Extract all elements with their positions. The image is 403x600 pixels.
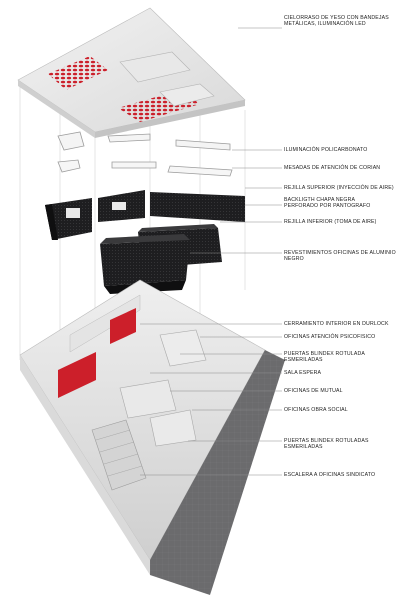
ceiling-tray-2 bbox=[159, 83, 215, 107]
backlight-left bbox=[45, 198, 92, 240]
outer-wall bbox=[20, 355, 150, 575]
ceiling-tray bbox=[119, 51, 191, 83]
light-2 bbox=[107, 133, 151, 143]
backlight-right bbox=[150, 192, 245, 222]
light-1 bbox=[57, 131, 85, 151]
backlight-layer bbox=[45, 190, 245, 240]
label-iluminacion: ILUMINACIÓN POLICARBONATO bbox=[284, 147, 368, 153]
light-3 bbox=[175, 139, 231, 151]
label-puertas-1: PUERTAS BLINDEX ROTULADA ESMERILADAS bbox=[284, 351, 365, 364]
office-obra-social bbox=[149, 409, 197, 447]
label-backligth: BACKLIGTH CHAPA NEGRA PERFORADO POR PANT… bbox=[284, 197, 371, 210]
lighting-layer bbox=[57, 131, 231, 151]
label-puertas-2: PUERTAS BLINDEX ROTULADAS ESMERILADAS bbox=[284, 438, 369, 451]
backlight-window-2 bbox=[112, 202, 126, 210]
corridor bbox=[150, 350, 285, 595]
counters-layer bbox=[57, 159, 233, 177]
label-atencion-psicofisico: OFICINAS ATENCIÓN PSICOFISICO bbox=[284, 334, 376, 340]
cladding-box-2 bbox=[100, 240, 190, 286]
stair-steps bbox=[95, 429, 143, 477]
counter-3 bbox=[167, 165, 233, 177]
floor-layer bbox=[19, 279, 285, 595]
label-rejilla-superior: REJILLA SUPERIOR (INYECCIÓN DE AIRE) bbox=[284, 185, 394, 191]
durlock-wall bbox=[69, 294, 141, 353]
label-escalera: ESCALERA A OFICINAS SINDICATO bbox=[284, 472, 376, 478]
red-wall-2 bbox=[110, 308, 136, 344]
stairs bbox=[91, 419, 147, 491]
ceiling-edge bbox=[18, 80, 95, 138]
label-cielorraso: CIELORRASO DE YESO CON BANDEJAS METÁLICA… bbox=[284, 15, 389, 28]
leader-lines bbox=[140, 27, 282, 476]
cladding-layer bbox=[100, 224, 222, 294]
office-psicofisico bbox=[159, 329, 207, 367]
red-wall-1 bbox=[58, 352, 96, 398]
label-obra-social: OFICINAS OBRA SOCIAL bbox=[284, 407, 348, 413]
cladding-box-1-top bbox=[138, 224, 218, 232]
label-rejilla-inferior: REJILLA INFERIOR (TOMA DE AIRE) bbox=[284, 219, 377, 225]
label-sala-espera: SALA ESPERA bbox=[284, 370, 322, 376]
backlight-left-frame bbox=[45, 204, 58, 240]
counter-1 bbox=[57, 159, 81, 173]
ceiling-led-dots bbox=[48, 56, 108, 90]
ceiling-edge-right bbox=[95, 100, 245, 138]
label-mutual: OFICINAS DE MUTUAL bbox=[284, 388, 343, 394]
counter-2 bbox=[111, 161, 157, 169]
label-revestimientos: REVESTIMIENTOS OFICINAS DE ALUMINIO NEGR… bbox=[284, 250, 396, 263]
label-cerramiento: CERRAMIENTO INTERIOR EN DURLOCK bbox=[284, 321, 389, 327]
office-mutual bbox=[119, 379, 177, 419]
cladding-box-2-top bbox=[100, 234, 190, 244]
ceiling-layer bbox=[17, 7, 246, 138]
backlight-window bbox=[66, 208, 80, 218]
label-mesadas: MESADAS DE ATENCIÓN DE CORIAN bbox=[284, 165, 381, 171]
